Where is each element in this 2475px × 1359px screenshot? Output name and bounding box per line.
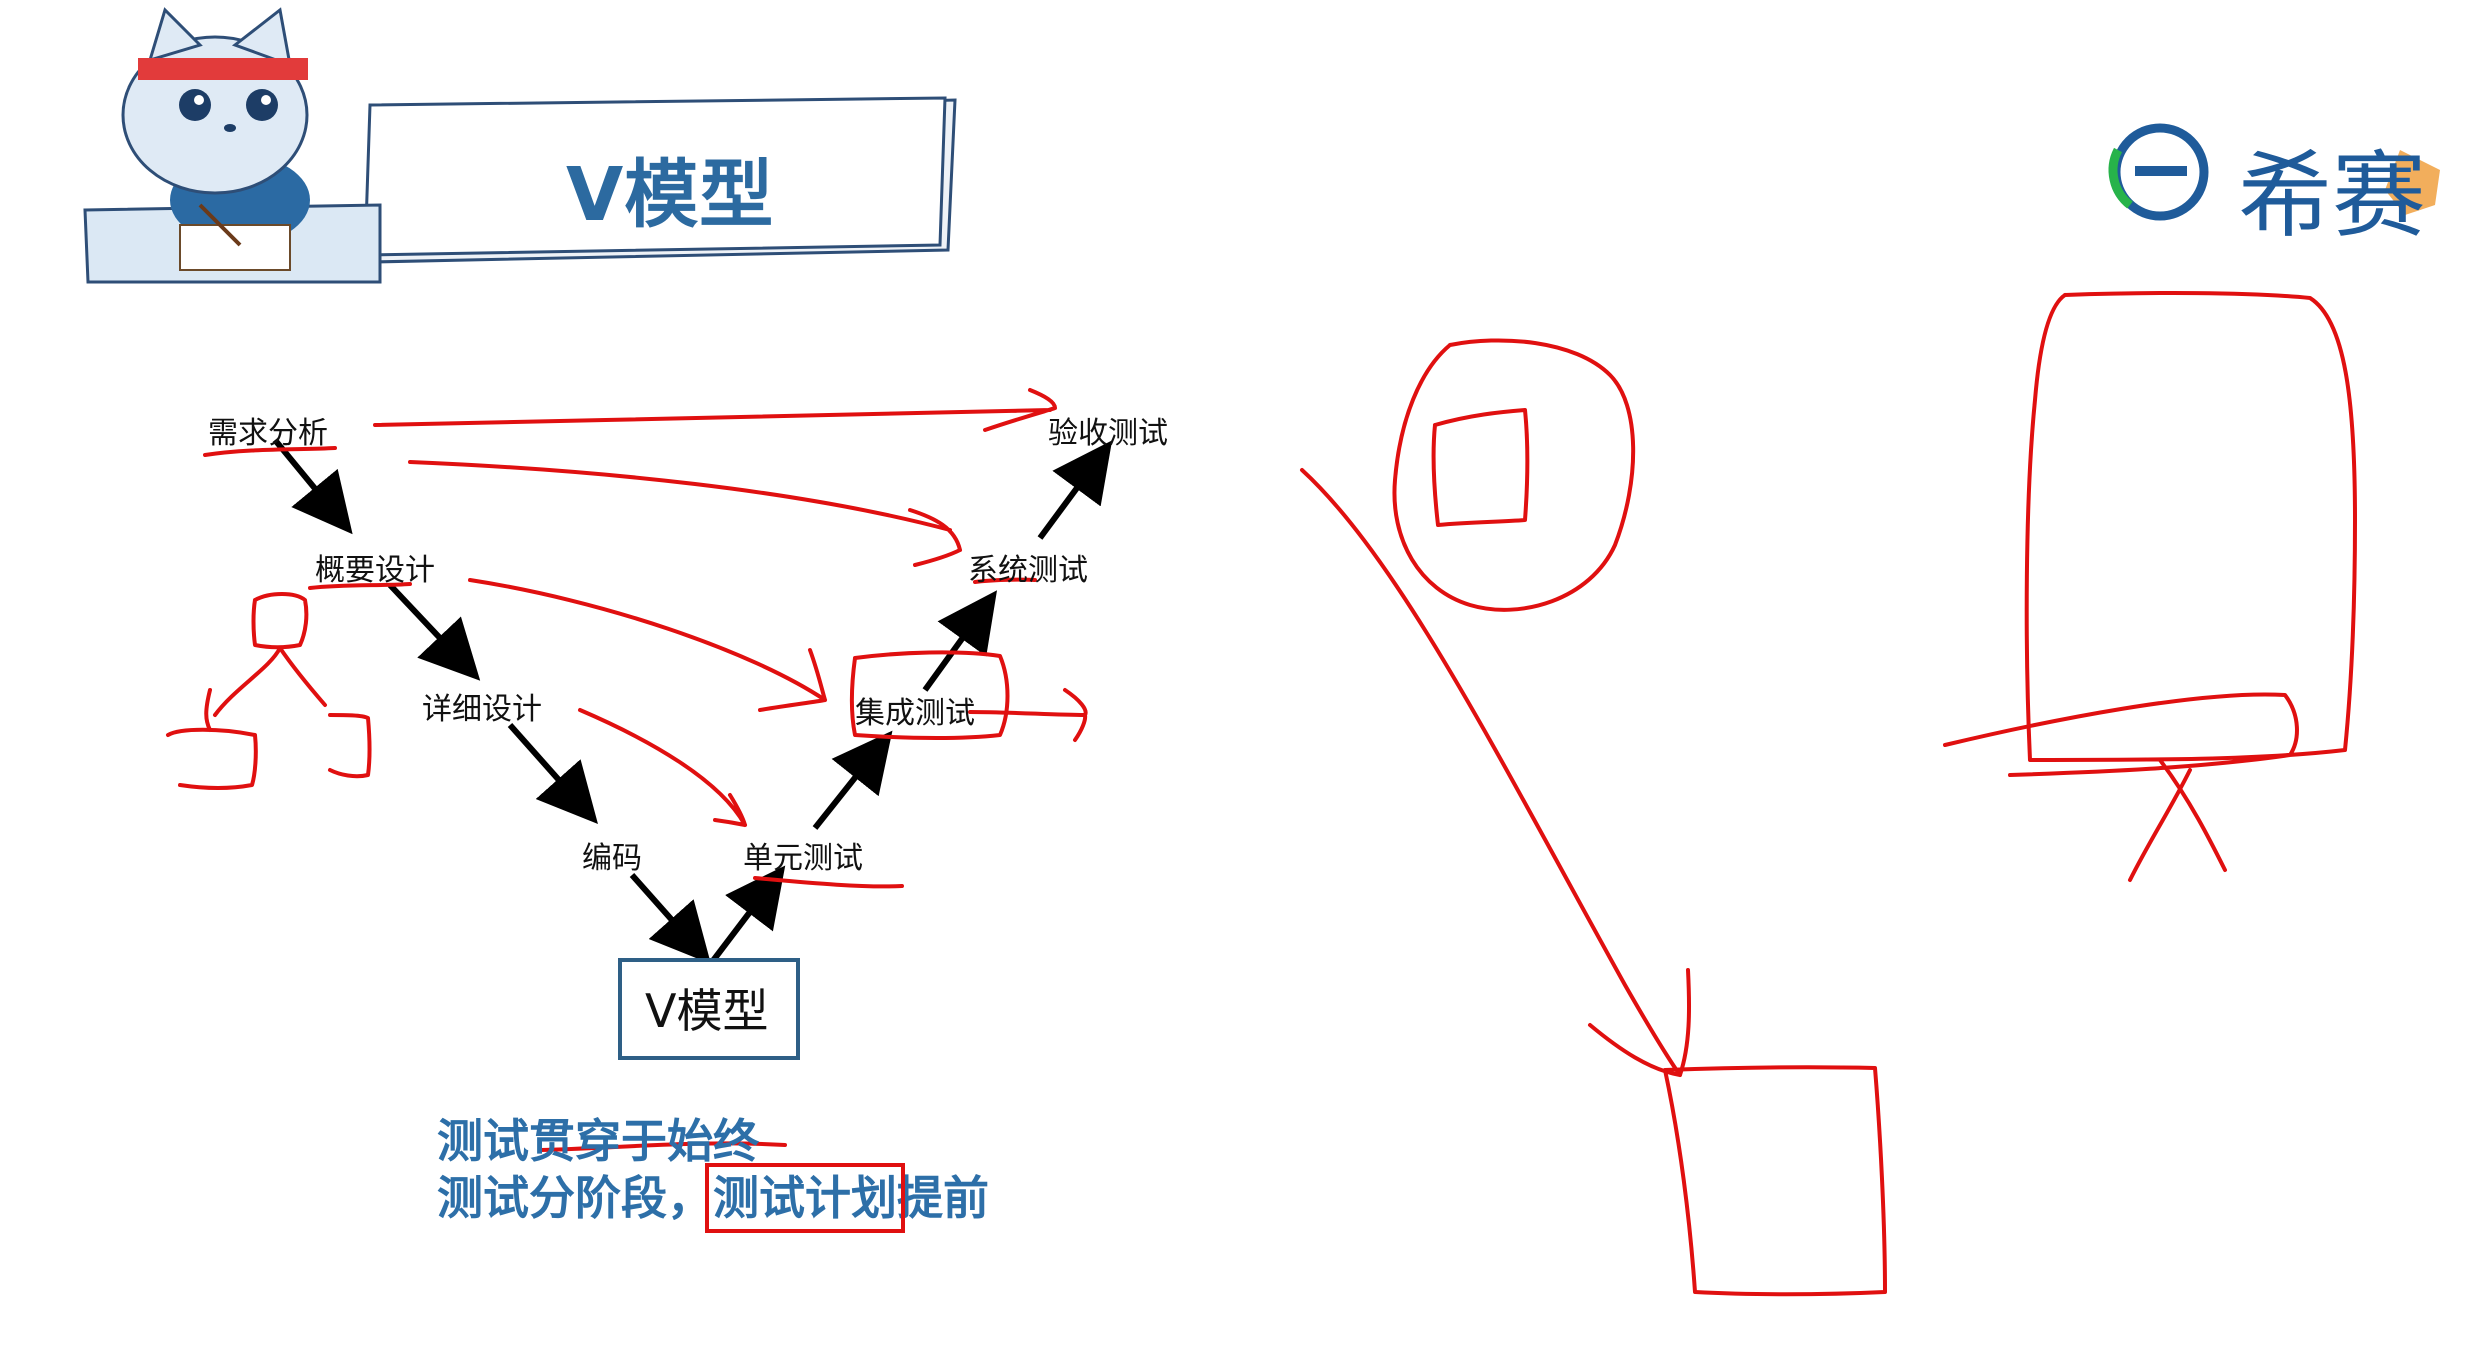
note-line-2-prefix: 测试分阶段， (437, 1171, 713, 1225)
annotation-underline-system (973, 577, 1037, 584)
arrow-integration-to-system (922, 590, 998, 692)
node-acceptance-testing: 验收测试 (1048, 416, 1168, 451)
arrow-overview-to-detail (387, 582, 481, 681)
node-overview-design: 概要设计 (315, 553, 435, 588)
node-coding: 编码 (582, 841, 642, 876)
arrow-detail-to-code (507, 723, 598, 824)
node-integration-testing: 集成测试 (855, 696, 975, 731)
page-title: V模型 (566, 152, 775, 238)
node-system-testing: 系统测试 (968, 553, 1088, 588)
annotation-arrow-req-accept (373, 388, 1057, 432)
note-line-1: 测试贯穿于始终 (437, 1114, 759, 1168)
annotation-arrow-detail-integration (468, 578, 827, 712)
xisai-logo-icon (2108, 123, 2440, 221)
v-model-box-label: V模型 (645, 984, 769, 1038)
node-detailed-design: 详细设计 (422, 692, 542, 727)
note-line-2-highlight: 测试计划 (705, 1163, 905, 1233)
annotation-arrow-overview-system (408, 460, 962, 567)
red-annotations (166, 291, 2357, 1297)
annotation-box-integration (849, 650, 1010, 741)
node-unit-testing: 单元测试 (743, 841, 863, 876)
v-model-box (618, 958, 800, 1060)
mascot-cat-icon (83, 7, 382, 284)
v-model-arrows (272, 438, 1113, 964)
note-line-2: 测试分阶段，测试计划提前 (437, 1162, 989, 1233)
arrow-req-to-overview (272, 438, 353, 535)
note-line-2-suffix: 提前 (897, 1171, 989, 1225)
annotation-underline-req (203, 446, 337, 457)
logo-text: 希赛 (2238, 142, 2427, 251)
annotation-sketch-head (1392, 338, 1636, 612)
annotation-sketch-line (1300, 468, 1692, 1077)
annotation-arrow-integration-right (968, 688, 1088, 742)
annotation-underline-unit (753, 876, 904, 889)
annotation-underline-overview (308, 582, 412, 590)
annotation-figure-left (166, 592, 372, 791)
arrow-system-to-acceptance (1037, 440, 1113, 540)
arrow-vbox-to-unit (709, 865, 786, 964)
annotation-arrow-code-unit (578, 708, 747, 827)
node-requirements-analysis: 需求分析 (208, 416, 328, 451)
arrow-code-to-vbox (629, 873, 711, 964)
annotation-underline-notes (538, 1141, 787, 1152)
annotation-sketch-tall-box (1943, 291, 2357, 882)
annotation-sketch-box-bottom (1663, 1065, 1887, 1297)
arrow-unit-to-integration (812, 730, 893, 830)
